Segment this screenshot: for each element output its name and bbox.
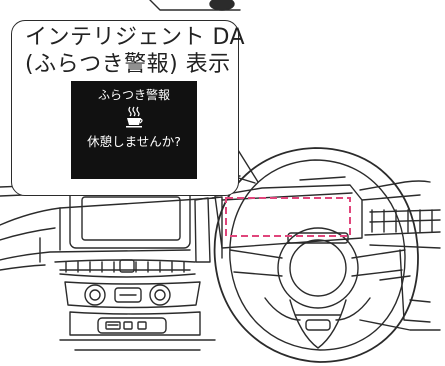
warning-heading: ふらつき警報	[97, 88, 170, 102]
warning-screen: ふらつき警報 休憩しませんか?	[71, 81, 197, 179]
lower-button-panel	[97, 317, 167, 334]
left-knob	[84, 284, 106, 306]
steering-wheel	[213, 147, 419, 363]
dashboard-left	[0, 197, 216, 226]
highlighted-display-area	[225, 197, 351, 237]
steering-hub	[277, 227, 359, 309]
right-knob	[149, 284, 171, 306]
warning-message: 休憩しませんか?	[87, 134, 181, 149]
callout-title-line1: インテリジェント DA	[25, 25, 246, 50]
coffee-cup-icon	[126, 106, 143, 128]
callout-title-line2: (ふらつき警報) 表示	[25, 52, 231, 77]
